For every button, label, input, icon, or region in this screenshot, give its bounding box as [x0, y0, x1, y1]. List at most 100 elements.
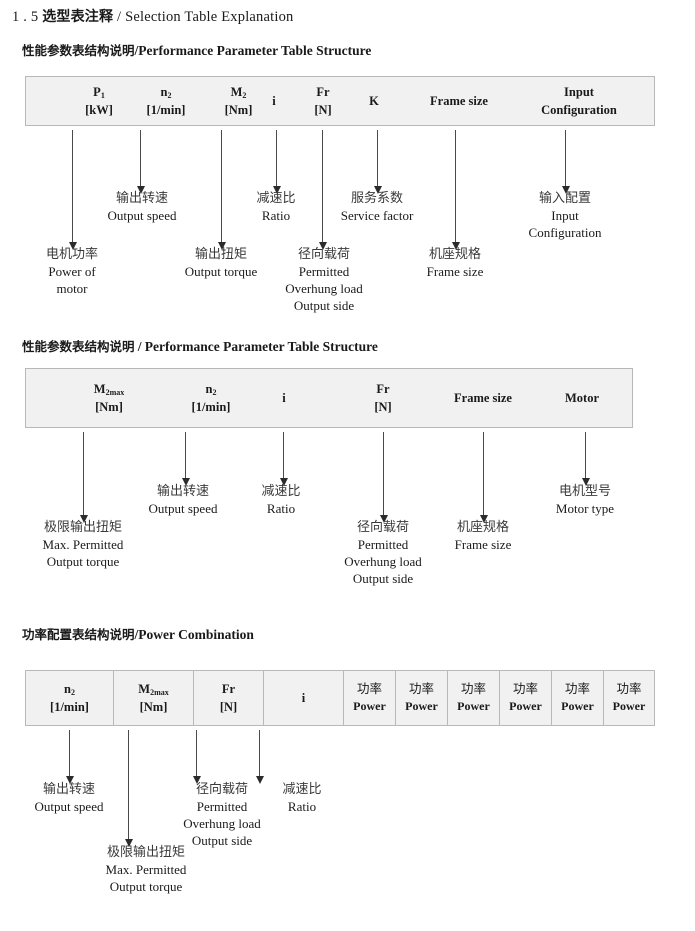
- arrow-to-max-permitted-output-torque: [79, 432, 88, 523]
- table3-col-power-6-cn: 功率: [616, 681, 642, 697]
- table1-col-p1-unit: [kW]: [85, 103, 113, 118]
- table1-col-m2: M2 [Nm]: [206, 77, 271, 125]
- section3-heading-cn: 功率配置表结构说明: [22, 627, 135, 642]
- callout-output-speed-3-cn: 输出转速: [42, 782, 95, 797]
- callout-service-factor-cn: 服务系数: [350, 191, 404, 206]
- callout-power-of-motor-cn: 电机功率: [45, 247, 99, 262]
- table2-col-i: i: [264, 369, 304, 427]
- table3-col-power-4: 功率 Power: [499, 671, 551, 725]
- table1-col-input-line2: Configuration: [541, 103, 617, 117]
- callout-output-speed-2-cn: 输出转速: [156, 484, 209, 499]
- table2-col-n2: n2 [1/min]: [151, 369, 271, 427]
- callout-output-torque-cn: 输出扭矩: [194, 247, 248, 262]
- arrow-to-overhung-load-2: [379, 432, 388, 523]
- callout-motor-type-en-1: Motor type: [555, 501, 615, 517]
- table2-col-fr-symbol: Fr: [376, 381, 390, 396]
- table1-col-fr-symbol: Fr: [316, 84, 330, 99]
- callout-frame-size-2: 机座规格 Frame size: [455, 519, 512, 553]
- page-title-separator: /: [117, 9, 122, 25]
- section3-heading-separator: /: [134, 627, 139, 642]
- section-heading-separator: /: [134, 43, 139, 58]
- arrow-to-output-speed: [136, 130, 145, 194]
- callout-frame-size-en-1: Frame size: [426, 264, 484, 280]
- page-title-number: 1 . 5: [12, 9, 39, 25]
- page-title-en: Selection Table Explanation: [125, 9, 294, 25]
- callout-frame-size: 机座规格 Frame size: [427, 246, 484, 280]
- callout-overhung-load-en-3: Output side: [293, 298, 355, 314]
- callout-power-of-motor-en-2: motor: [56, 281, 88, 297]
- section-heading-performance-2: 性能参数表结构说明 / Performance Parameter Table …: [22, 336, 378, 355]
- callout-output-speed-3: 输出转速 Output speed: [35, 781, 104, 815]
- table3-col-n2: n2 [1/min]: [26, 671, 113, 725]
- table3-col-power-2: 功率 Power: [395, 671, 447, 725]
- table2-col-i-symbol: i: [282, 390, 286, 405]
- table3-col-fr-symbol: Fr: [221, 681, 236, 696]
- table2-col-n2-unit: [1/min]: [191, 400, 231, 415]
- callout-ratio-2-en-1: Ratio: [266, 501, 296, 517]
- callout-motor-type-cn: 电机型号: [558, 484, 612, 499]
- section2-heading-cn: 性能参数表结构说明: [22, 339, 135, 354]
- table3-col-m2max: M2max [Nm]: [113, 671, 193, 725]
- callout-frame-size-cn: 机座规格: [428, 247, 482, 262]
- callout-input-configuration-en-1: Input: [551, 208, 579, 224]
- callout-max-permitted-output-torque-3: 极限输出扭矩 Max. Permitted Output torque: [106, 844, 187, 895]
- callout-overhung-load-2-en-2: Overhung load: [344, 554, 422, 570]
- arrow-to-output-torque: [217, 130, 226, 250]
- table3-col-power-3: 功率 Power: [447, 671, 499, 725]
- table1-col-input-configuration: Input Configuration: [514, 77, 644, 125]
- table3-col-power-6: 功率 Power: [603, 671, 654, 725]
- callout-ratio-2: 减速比 Ratio: [261, 483, 300, 517]
- callout-motor-type: 电机型号 Motor type: [556, 483, 614, 517]
- callout-service-factor: 服务系数 Service factor: [341, 190, 414, 224]
- table3-col-power-1-en: Power: [353, 699, 386, 714]
- table3-col-m2max-symbol: M2max: [138, 681, 169, 697]
- table1-col-fr-unit: [N]: [314, 103, 332, 117]
- callout-overhung-load-2-cn: 径向载荷: [356, 520, 409, 535]
- table1-col-i: i: [254, 77, 294, 125]
- table1-col-n2: n2 [1/min]: [126, 77, 206, 125]
- callout-output-torque-en-1: Output torque: [184, 264, 258, 280]
- arrow-to-max-permitted-output-torque-3: [124, 730, 133, 847]
- table3-col-n2-unit: [1/min]: [50, 700, 89, 715]
- callout-overhung-load-2-en-3: Output side: [352, 571, 414, 587]
- table3-col-power-4-en: Power: [509, 699, 542, 714]
- table3-col-power-2-en: Power: [405, 699, 438, 714]
- table1-col-n2-symbol: n2: [160, 84, 172, 100]
- table1-col-m2-unit: [Nm]: [224, 103, 253, 118]
- callout-max-torque-en-2: Output torque: [46, 554, 120, 570]
- table3-col-n2-symbol: n2: [64, 681, 75, 697]
- table3-col-power-3-en: Power: [457, 699, 490, 714]
- callout-input-configuration-cn: 输入配置: [538, 191, 591, 206]
- callout-overhung-load-en-2: Overhung load: [285, 281, 363, 297]
- table1-col-k-symbol: K: [369, 93, 379, 108]
- table3-col-m2max-unit: [Nm]: [139, 700, 168, 715]
- callout-overhung-load: 径向载荷 Permitted Overhung load Output side: [285, 246, 363, 315]
- section-heading-en: Performance Parameter Table Structure: [138, 43, 372, 58]
- callout-output-speed: 输出转速 Output speed: [108, 190, 177, 224]
- table3-col-power-5-en: Power: [561, 699, 594, 714]
- callout-power-of-motor-en-1: Power of: [48, 264, 96, 280]
- table3-col-fr: Fr [N]: [193, 671, 263, 725]
- callout-max-torque-3-cn: 极限输出扭矩: [106, 845, 186, 860]
- table2-col-fr-unit: [N]: [374, 400, 392, 414]
- arrow-to-power-of-motor: [68, 130, 77, 250]
- table1-col-n2-unit: [1/min]: [146, 103, 186, 118]
- table1-col-p1-symbol: P1: [93, 84, 105, 100]
- table3-col-power-5: 功率 Power: [551, 671, 603, 725]
- section-heading-cn: 性能参数表结构说明: [22, 43, 135, 58]
- table1-col-frame-size: Frame size: [404, 77, 514, 125]
- arrow-to-ratio-2: [279, 432, 288, 486]
- table3-col-power-6-en: Power: [612, 699, 646, 714]
- callout-overhung-load-2: 径向载荷 Permitted Overhung load Output side: [344, 519, 422, 588]
- table3-col-fr-unit: [N]: [219, 700, 238, 714]
- callout-input-configuration: 输入配置 Input Configuration: [529, 190, 602, 241]
- callout-overhung-load-3-cn: 径向载荷: [195, 782, 248, 797]
- table3-col-i-symbol: i: [301, 690, 306, 705]
- callout-frame-size-2-cn: 机座规格: [456, 520, 510, 535]
- section2-heading-en: Performance Parameter Table Structure: [144, 339, 378, 354]
- section2-heading-separator: /: [137, 339, 142, 354]
- callout-service-factor-en-1: Service factor: [340, 208, 414, 224]
- performance-table-2: M2max [Nm] n2 [1/min] i Fr [N] Frame siz…: [25, 368, 633, 428]
- page-title-cn: 选型表注释: [42, 9, 114, 25]
- callout-ratio-3-cn: 减速比: [282, 782, 322, 797]
